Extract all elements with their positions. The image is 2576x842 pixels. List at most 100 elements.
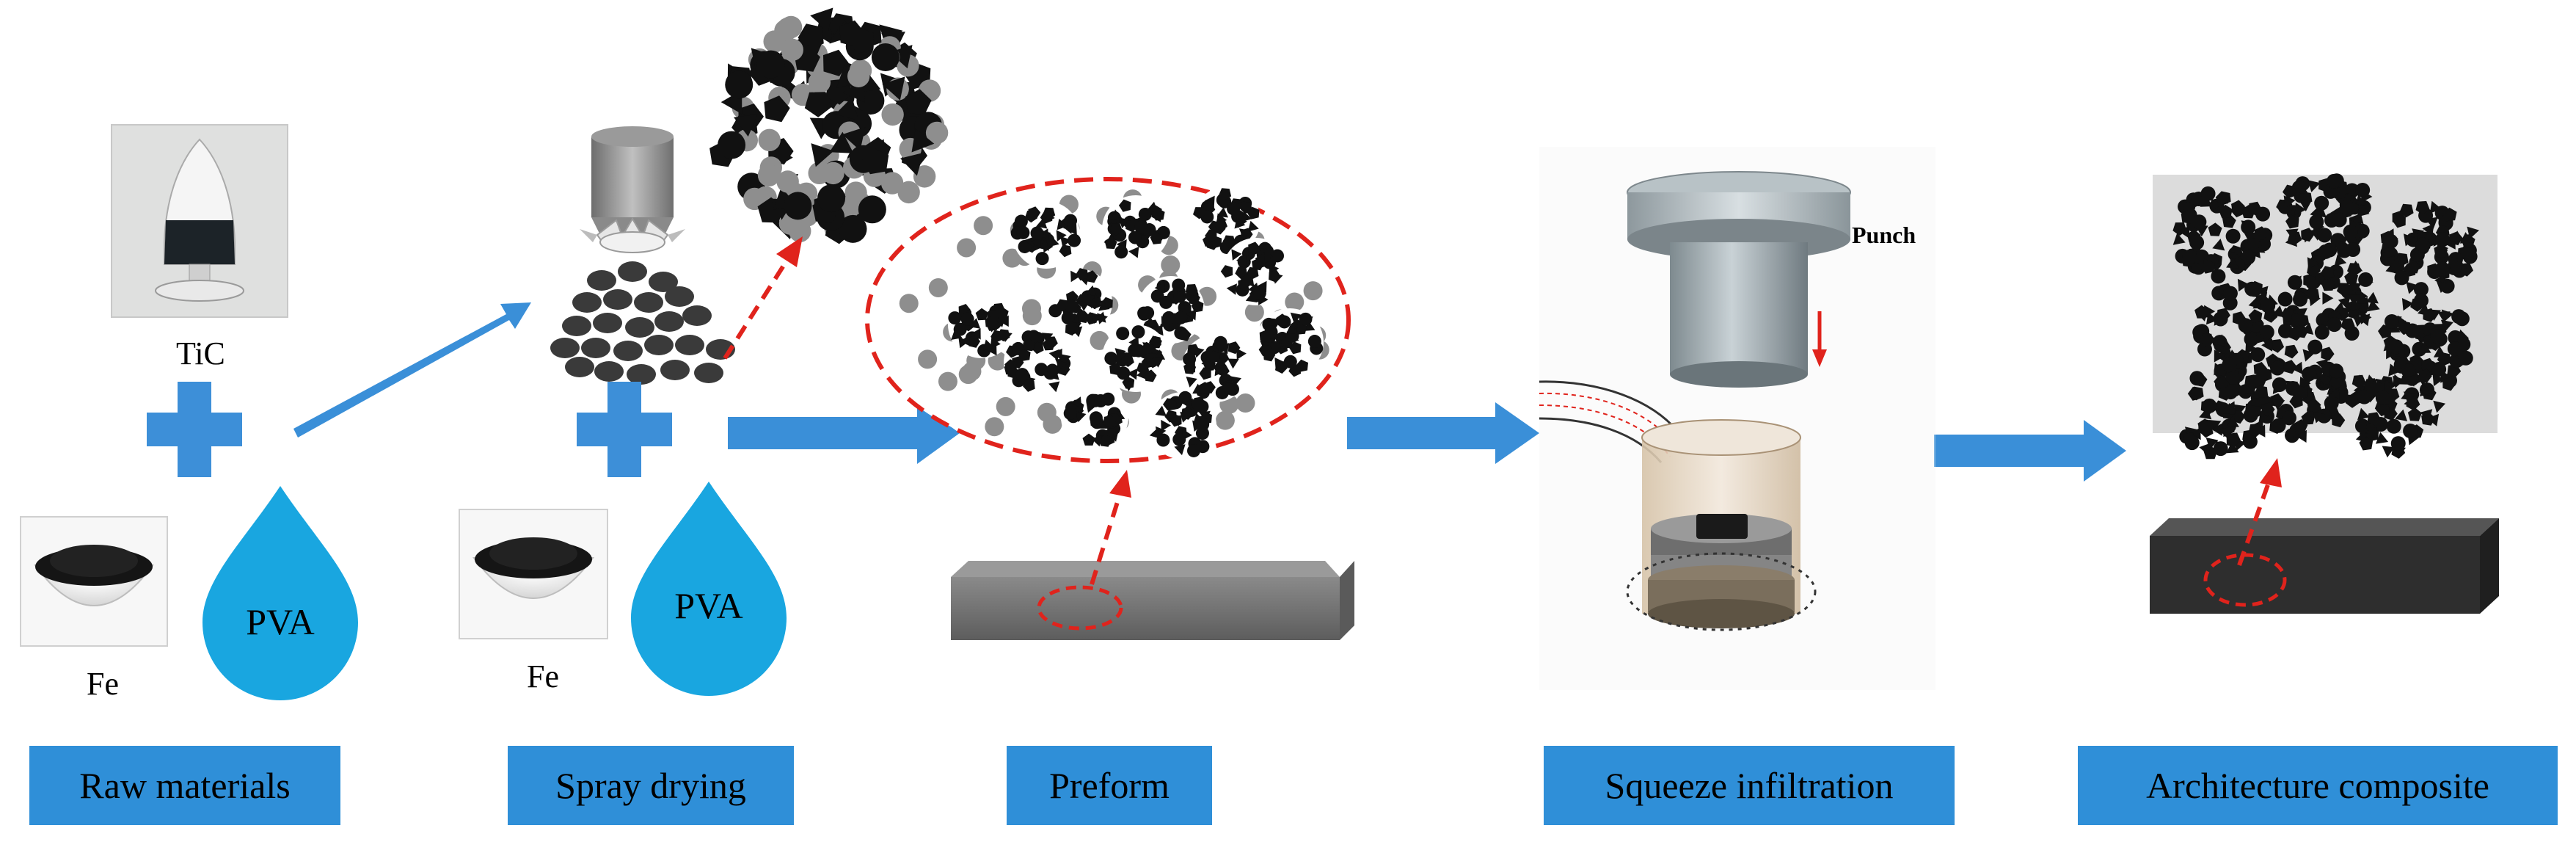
tic-particle: [1109, 223, 1123, 236]
tic-particle: [2299, 200, 2312, 211]
stage-architecture-composite: Architecture composite: [2078, 746, 2558, 825]
tic-particle: [1307, 335, 1321, 349]
fe-particle: [763, 30, 786, 53]
fe-particle: [957, 238, 977, 258]
tic-particle: [2270, 339, 2285, 353]
pva-label: PVA: [246, 601, 315, 642]
fe-particle: [1285, 292, 1305, 312]
tic-particle: [848, 27, 874, 54]
dashed-arrow-icon: [723, 236, 803, 360]
tic-particle: [2247, 282, 2262, 297]
droplet: [665, 286, 694, 307]
tic-particle: [1134, 220, 1148, 234]
tic-particle: [2321, 346, 2335, 361]
tic-particle: [2299, 376, 2311, 390]
droplet: [625, 317, 654, 338]
tic-particle: [1075, 411, 1087, 423]
droplet: [613, 341, 643, 361]
tic-particle: [1220, 265, 1233, 278]
droplet: [581, 338, 610, 358]
tic-particle: [968, 335, 981, 348]
tic-particle: [2461, 247, 2474, 258]
pva-drop-icon: [631, 482, 787, 696]
tic-particle: [1183, 352, 1197, 366]
fe-particle: [985, 417, 1004, 437]
tic-particle: [2429, 200, 2442, 214]
tic-particle: [1138, 207, 1152, 221]
tic-particle: [2259, 324, 2274, 340]
fe-particle: [1090, 330, 1109, 350]
tic-particle: [1187, 443, 1201, 457]
tic-particle: [2226, 257, 2239, 269]
tic-particle: [2394, 270, 2409, 286]
tic-particle: [1263, 349, 1276, 362]
tic-particle: [1178, 328, 1192, 341]
fe-particle: [974, 216, 993, 236]
tic-particle: [2215, 191, 2230, 206]
tic-particle: [2399, 203, 2414, 218]
tic-particle: [975, 308, 988, 321]
tic-particle: [1191, 398, 1204, 411]
spray-nozzle-icon: [580, 126, 685, 253]
tic-particle: [1183, 362, 1197, 374]
tic-particle: [2317, 228, 2332, 243]
tic-particle: [1241, 211, 1252, 222]
fe-particle: [1244, 302, 1264, 322]
tic-particle: [1172, 432, 1186, 446]
tic-particle: [2451, 231, 2464, 242]
tic-particle: [823, 49, 849, 76]
tic-particle: [1042, 338, 1055, 351]
tic-particle: [2434, 261, 2450, 277]
tic-particle: [1128, 247, 1139, 258]
tic-particle: [2194, 305, 2209, 319]
tic-particle: [2406, 260, 2420, 274]
tic-particle: [2237, 278, 2250, 292]
tic-particle: [858, 195, 886, 224]
tic-particle: [2294, 419, 2308, 433]
tic-particle: [900, 152, 924, 176]
bar-icon: [951, 561, 1354, 640]
fe-particle: [779, 15, 803, 39]
tic-particle: [1146, 201, 1159, 213]
tic-particle: [2320, 266, 2335, 280]
tic-particle: [1231, 249, 1242, 261]
spray-droplets: [550, 261, 735, 385]
droplet: [694, 363, 723, 383]
tic-particle: [2305, 366, 2318, 380]
tic-particle: [905, 89, 932, 115]
tic-particle: [2222, 402, 2235, 415]
tic-particle: [2442, 377, 2456, 391]
tic-particle: [2261, 402, 2275, 417]
tic-particle: [2384, 380, 2396, 393]
tic-particle: [1227, 202, 1241, 216]
tic-particle: [2213, 334, 2226, 347]
tic-particle: [1099, 434, 1112, 447]
tic-particle: [1120, 352, 1131, 364]
tic-particle: [2355, 182, 2371, 197]
tic-particle: [839, 214, 867, 243]
tic-particle: [1037, 239, 1049, 251]
tic-particle: [1059, 244, 1072, 258]
tic-particle: [842, 127, 866, 151]
fe-particle: [897, 181, 920, 204]
tic-particle: [1015, 368, 1029, 382]
tic-particle: [2434, 244, 2448, 258]
tic-particle: [2328, 388, 2340, 401]
tic-particle: [1238, 277, 1250, 291]
tic-particle: [1076, 268, 1088, 281]
tic-particle: [2435, 232, 2451, 247]
tic-particle: [1091, 435, 1103, 447]
tic-particle: [2307, 399, 2321, 413]
tic-particle: [1290, 312, 1302, 324]
fe-particle: [1303, 281, 1323, 301]
tic-particle: [2437, 311, 2451, 323]
tic-particle: [2314, 324, 2329, 340]
tic-particle: [2437, 352, 2451, 366]
tic-particle: [2347, 308, 2360, 322]
tic-particle: [2415, 237, 2431, 253]
tic-particle: [2200, 186, 2216, 201]
tic-particle: [1004, 359, 1018, 371]
tic-particle: [2321, 277, 2335, 291]
tic-particle: [2302, 230, 2314, 243]
tic-particle: [2357, 204, 2370, 217]
